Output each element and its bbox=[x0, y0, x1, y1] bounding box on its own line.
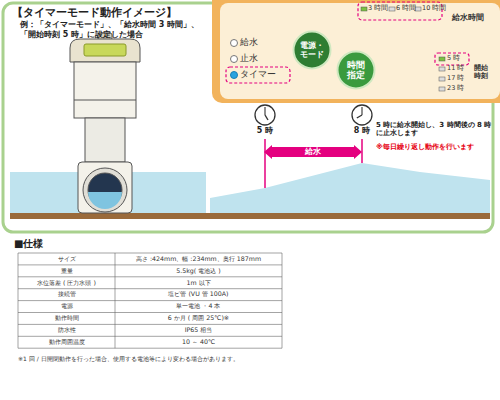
node-text: 給水 bbox=[273, 147, 353, 156]
table-cell: 10 ～ 40℃ bbox=[115, 336, 282, 348]
led bbox=[389, 7, 395, 11]
node-text: 電源・モード bbox=[299, 41, 325, 59]
table-rule bbox=[18, 312, 282, 313]
table-cell: 高さ :424mm、幅 :234mm、奥行 187mm bbox=[115, 253, 282, 265]
spec-table-grid bbox=[18, 253, 282, 348]
control-button: 時間指定 bbox=[336, 50, 376, 90]
water bbox=[10, 172, 206, 213]
water-level bbox=[210, 163, 490, 213]
text-label: 6 時間 bbox=[396, 5, 418, 13]
panel-body bbox=[212, 0, 500, 103]
text-label: 17 時 bbox=[447, 75, 471, 83]
table-rule bbox=[18, 264, 282, 265]
clock bbox=[255, 105, 275, 125]
table-cell: 接続管 bbox=[18, 289, 115, 301]
led bbox=[231, 40, 238, 47]
table-cell: 6 か月 ( 周囲 25℃)※ bbox=[115, 313, 282, 325]
ground bbox=[10, 213, 490, 219]
control-button: 電源・モード bbox=[292, 30, 332, 70]
text-label: 11 時 bbox=[447, 65, 471, 73]
clock-face bbox=[255, 105, 275, 125]
table-rule bbox=[18, 288, 282, 289]
table-cell: 動作時間 bbox=[18, 313, 115, 325]
clock-hand bbox=[264, 107, 265, 115]
text-label: 給水時間 bbox=[452, 13, 496, 22]
led bbox=[361, 7, 367, 11]
band-shape bbox=[264, 145, 362, 159]
device bbox=[70, 33, 140, 213]
table-rule bbox=[282, 253, 283, 348]
device-sticker bbox=[84, 44, 126, 56]
table-cell: サイズ bbox=[18, 253, 115, 265]
table-rule bbox=[18, 276, 282, 277]
text-label: 止水 bbox=[240, 53, 280, 64]
led bbox=[439, 57, 445, 61]
device-seam bbox=[74, 100, 136, 101]
led bbox=[231, 72, 238, 79]
text-label: 23 時 bbox=[447, 85, 471, 93]
highlight-frame bbox=[226, 67, 290, 83]
clock-face bbox=[352, 105, 372, 125]
table-rule bbox=[18, 348, 282, 349]
clock-hand bbox=[265, 115, 268, 120]
text-label: 開始 時刻 bbox=[474, 64, 490, 81]
time-band: 給水 bbox=[264, 145, 362, 159]
led bbox=[231, 56, 238, 63]
panel-face bbox=[220, 3, 500, 99]
led bbox=[439, 87, 445, 91]
button-shape bbox=[338, 52, 375, 89]
device-body bbox=[74, 62, 136, 118]
clock-hand bbox=[361, 107, 362, 115]
table-cell: 電源 bbox=[18, 301, 115, 313]
table-cell: 水位落差 ( 圧力水頭 ) bbox=[18, 277, 115, 289]
table-cell: 動作周囲温度 bbox=[18, 336, 115, 348]
table-cell: IP65 相当 bbox=[115, 324, 282, 336]
button-shape bbox=[294, 32, 331, 69]
footnote: ※1 回 / 日開閉動作を行った場合、使用する電池等により変わる場合があります。 bbox=[18, 355, 496, 362]
table-rule bbox=[18, 336, 282, 337]
text-label: 3 時間 bbox=[368, 5, 392, 13]
table-rule bbox=[18, 253, 282, 254]
clock bbox=[352, 105, 372, 125]
node-text: 時間指定 bbox=[346, 60, 366, 81]
diagram-title: 【タイマーモード動作イメージ】 bbox=[12, 6, 252, 19]
table-rule bbox=[115, 253, 116, 348]
table-cell: 5.5kg( 電池込 ) bbox=[115, 265, 282, 277]
pipe-flange bbox=[83, 168, 127, 212]
table-cell: 重量 bbox=[18, 265, 115, 277]
pipe-water bbox=[88, 192, 122, 209]
control-panel bbox=[212, 0, 500, 103]
table-rule bbox=[18, 300, 282, 301]
text-label: 10 時間 bbox=[422, 5, 452, 13]
text-label: 5 時に給水開始し、3 時間後の 8 時に止水します bbox=[376, 121, 496, 138]
table-cell: 防水性 bbox=[18, 324, 115, 336]
led bbox=[439, 67, 445, 71]
device-housing bbox=[78, 162, 132, 213]
text-label: ■仕様 bbox=[14, 238, 94, 250]
text-label: 給水 bbox=[240, 37, 280, 48]
text-label: タイマー bbox=[240, 69, 288, 80]
text-label: 5 時 bbox=[447, 55, 471, 63]
text-label: ※毎日繰り返し動作を行います bbox=[376, 143, 496, 151]
text-label: 例：「タイマーモード」、「給水時間 3 時間」、「開始時刻 5 時」に設定した場… bbox=[20, 20, 210, 39]
table-rule bbox=[18, 324, 282, 325]
time-marker bbox=[264, 139, 266, 188]
table-cell: 単一電池 ・4 本 bbox=[115, 301, 282, 313]
text-label: 5 時 bbox=[245, 126, 285, 136]
time-marker bbox=[361, 139, 363, 163]
led bbox=[439, 77, 445, 81]
device-cap bbox=[70, 39, 140, 62]
clock-hand bbox=[357, 115, 362, 118]
table-rule bbox=[18, 253, 19, 348]
table-cell: 1m 以下 bbox=[115, 277, 282, 289]
table-cell: 塩ビ管 (VU 管 100A) bbox=[115, 289, 282, 301]
device-neck bbox=[85, 118, 125, 162]
